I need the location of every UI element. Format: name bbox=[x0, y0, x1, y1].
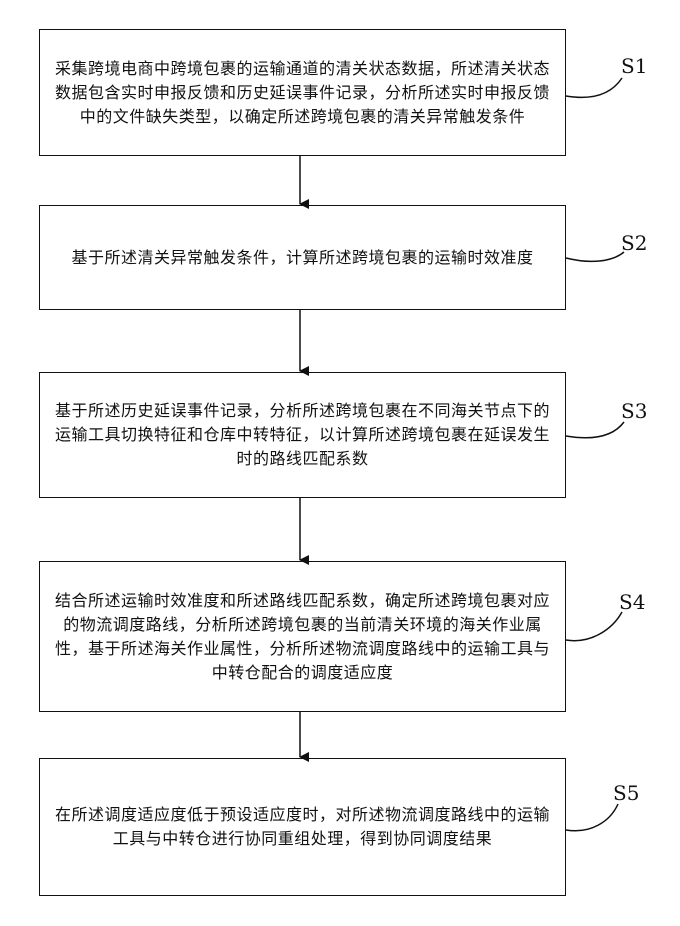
step-label-s1: S1 bbox=[621, 54, 647, 78]
step-box-s3: 基于所述历史延误事件记录，分析所述跨境包裹在不同海关节点下的运输工具切换特征和仓… bbox=[39, 372, 566, 498]
step-box-s4: 结合所述运输时效准度和所述路线匹配系数，确定所述跨境包裹对应的物流调度路线，分析… bbox=[39, 561, 566, 712]
step-box-s2: 基于所述清关异常触发条件，计算所述跨境包裹的运输时效准度 bbox=[39, 205, 566, 310]
leader-s1 bbox=[566, 78, 622, 97]
leader-s5 bbox=[566, 804, 618, 831]
step-text-s2: 基于所述清关异常触发条件，计算所述跨境包裹的运输时效准度 bbox=[71, 246, 533, 270]
step-text-s4: 结合所述运输时效准度和所述路线匹配系数，确定所述跨境包裹对应的物流调度路线，分析… bbox=[50, 589, 555, 685]
step-label-s2: S2 bbox=[621, 231, 647, 255]
step-box-s1: 采集跨境电商中跨境包裹的运输通道的清关状态数据，所述清关状态数据包含实时申报反馈… bbox=[39, 29, 566, 156]
step-text-s1: 采集跨境电商中跨境包裹的运输通道的清关状态数据，所述清关状态数据包含实时申报反馈… bbox=[50, 57, 555, 129]
leader-s2 bbox=[566, 252, 624, 261]
step-label-s4: S4 bbox=[619, 590, 645, 614]
step-label-s3: S3 bbox=[621, 399, 647, 423]
step-label-s5: S5 bbox=[613, 781, 639, 805]
step-text-s5: 在所述调度适应度低于预设适应度时，对所述物流调度路线中的运输工具与中转仓进行协同… bbox=[50, 803, 555, 851]
step-text-s3: 基于所述历史延误事件记录，分析所述跨境包裹在不同海关节点下的运输工具切换特征和仓… bbox=[50, 399, 555, 471]
leader-s4 bbox=[566, 612, 622, 641]
leader-s3 bbox=[566, 422, 624, 438]
step-box-s5: 在所述调度适应度低于预设适应度时，对所述物流调度路线中的运输工具与中转仓进行协同… bbox=[39, 758, 566, 896]
